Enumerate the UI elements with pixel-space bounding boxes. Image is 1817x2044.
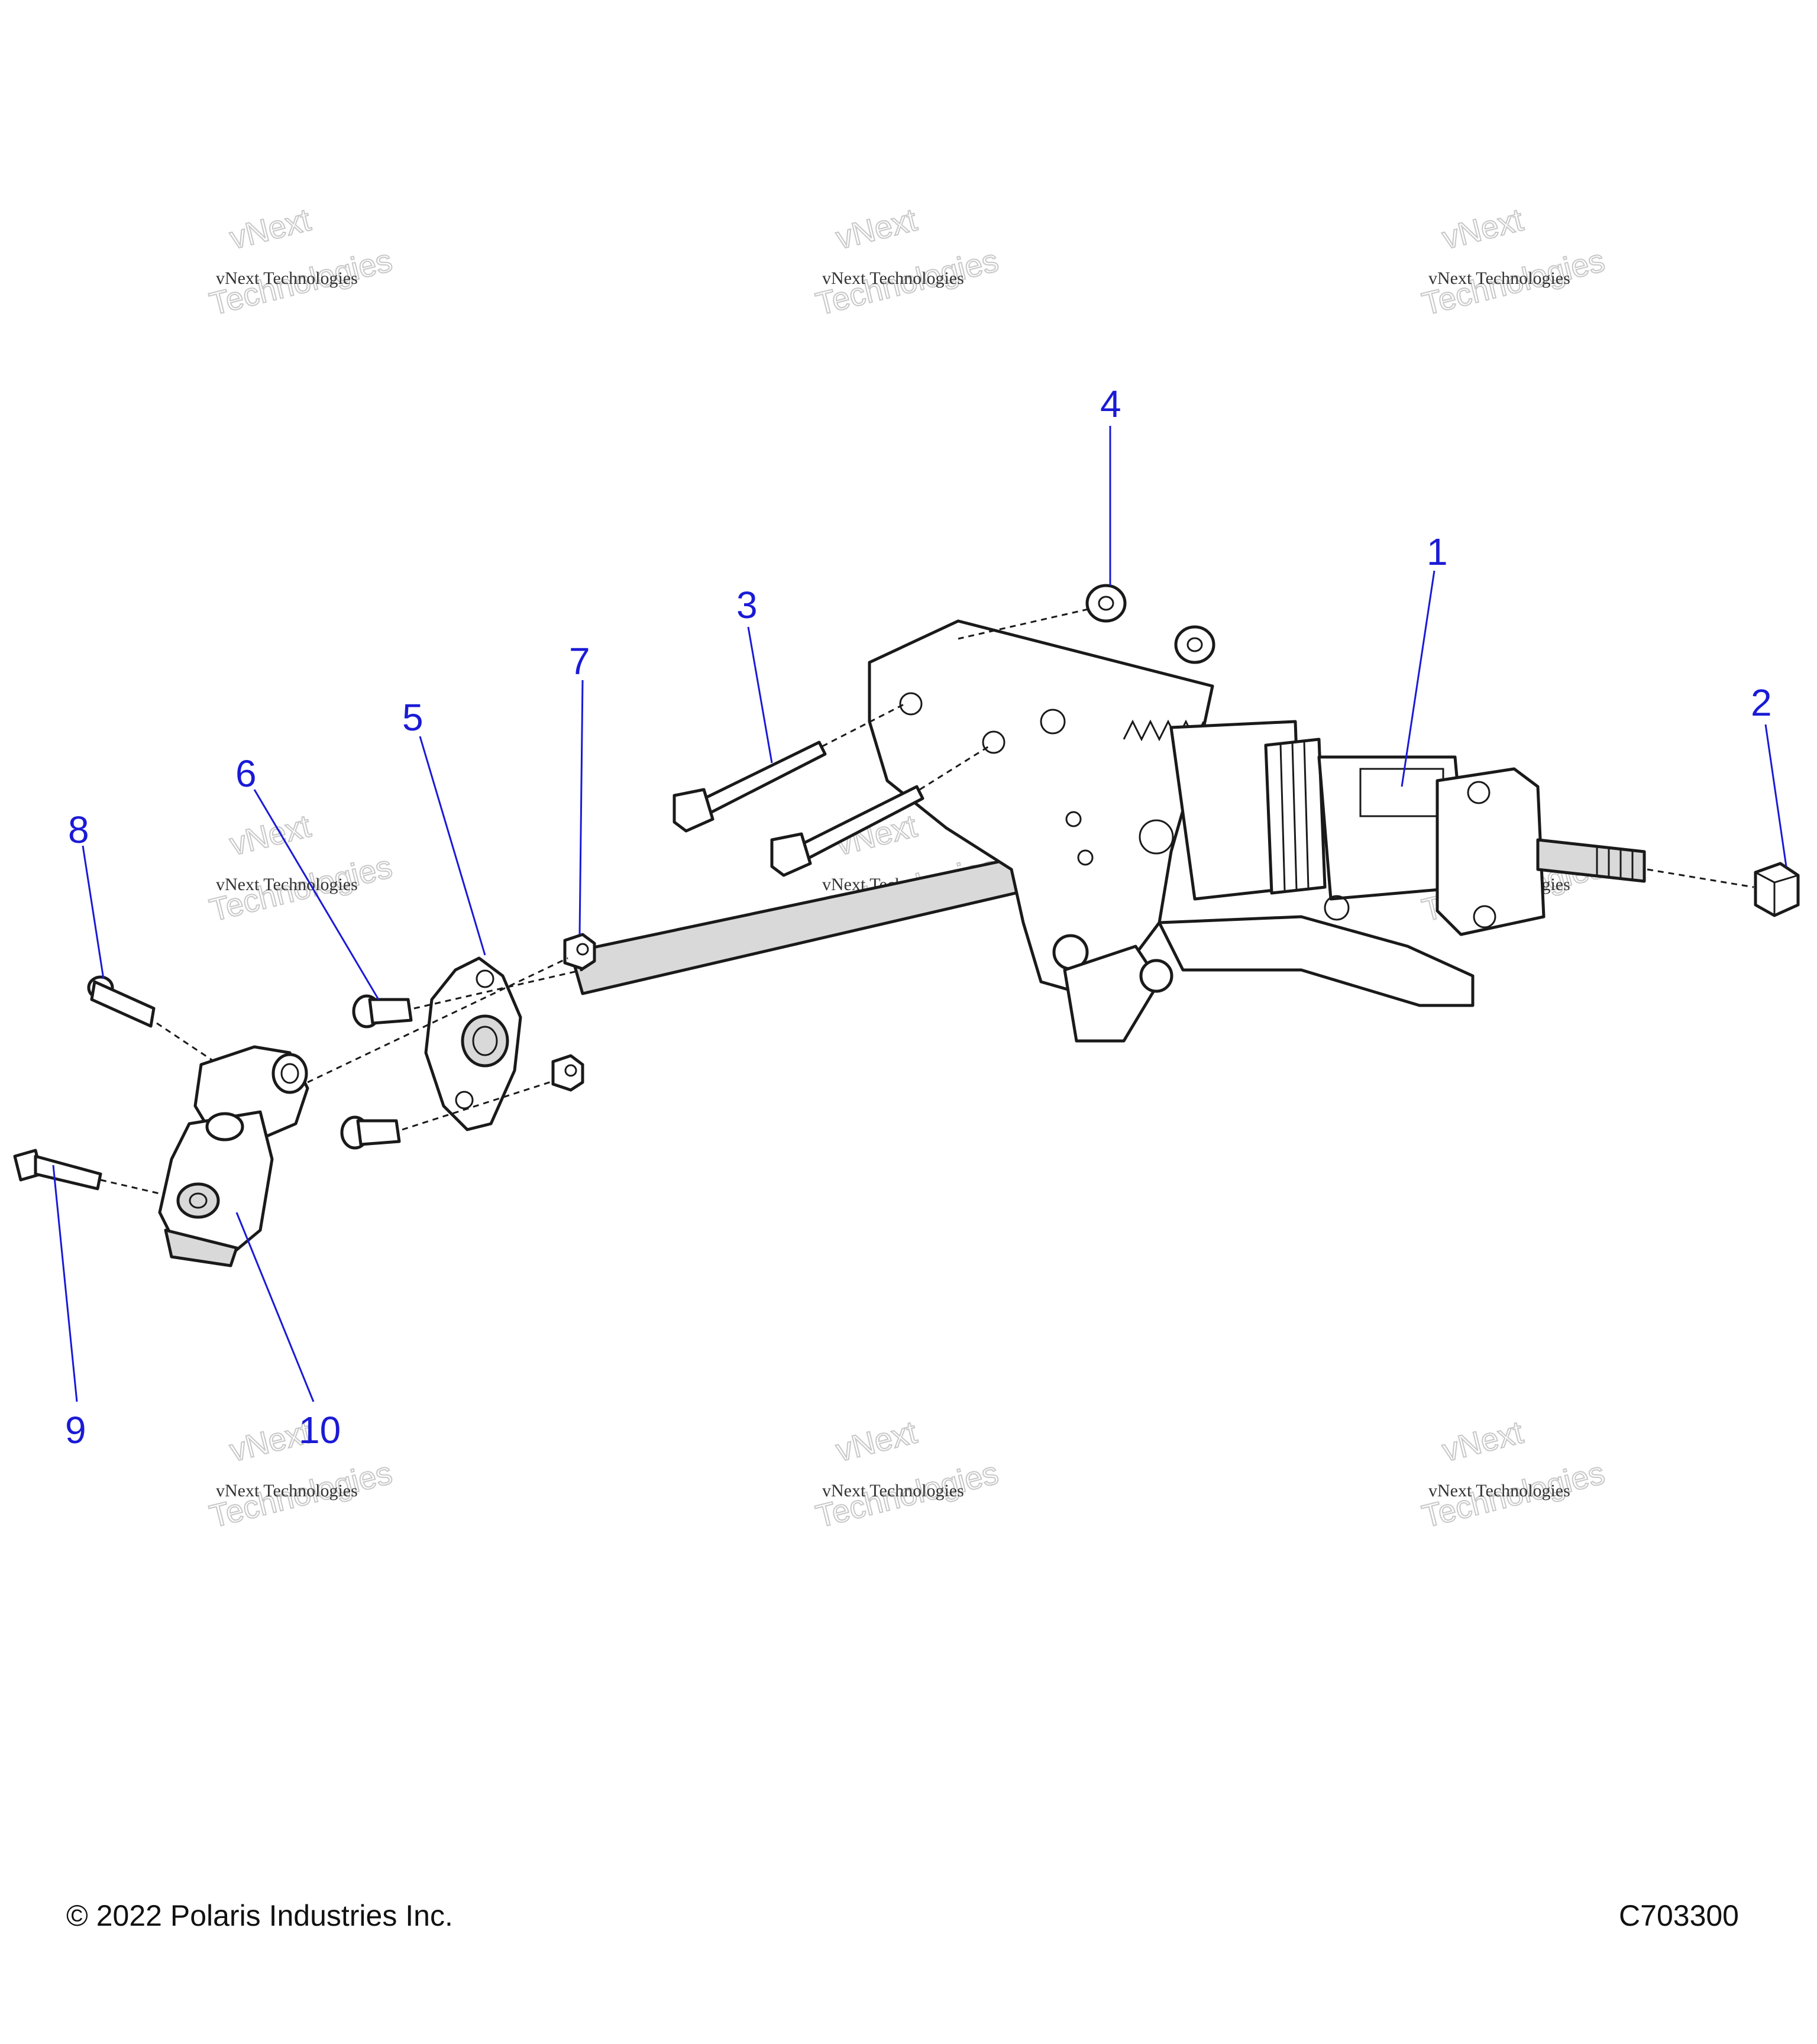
steering-column-assembly	[569, 619, 1646, 1043]
flange-nut-lower	[551, 1054, 584, 1092]
svg-text:vNext Technologies: vNext Technologies	[216, 875, 358, 894]
watermark-br: vNext Technologies vNext Technologies	[1418, 1414, 1608, 1535]
svg-text:vNext Technologies: vNext Technologies	[1428, 1481, 1570, 1500]
svg-text:vNext Technologies: vNext Technologies	[822, 1481, 964, 1500]
splined-shaft	[1536, 838, 1646, 883]
leader-6	[253, 789, 380, 1000]
pinch-bolt-upper	[87, 975, 156, 1028]
watermark-tc: vNext Technologies vNext Technologies	[811, 202, 1002, 323]
callout-6: 6	[235, 752, 257, 795]
flange-bolt-lower	[340, 1115, 401, 1150]
svg-text:vNext Technologies: vNext Technologies	[216, 269, 358, 288]
svg-text:vNext Technologies: vNext Technologies	[216, 1481, 358, 1500]
leader-1	[1401, 570, 1436, 787]
svg-text:vNext: vNext	[833, 202, 920, 257]
watermark-bc: vNext Technologies vNext Technologies	[811, 1414, 1002, 1535]
callout-2: 2	[1751, 681, 1772, 724]
svg-text:vNext: vNext	[833, 1415, 920, 1469]
callout-3: 3	[736, 584, 758, 626]
callout-5: 5	[402, 696, 423, 739]
svg-text:vNext Technologies: vNext Technologies	[822, 269, 964, 288]
bearing-flange	[424, 956, 522, 1131]
svg-text:vNext: vNext	[1439, 202, 1527, 257]
leader-9	[52, 1165, 78, 1402]
leader-2	[1764, 724, 1787, 867]
svg-text:vNext: vNext	[1439, 1415, 1527, 1469]
column-shaft	[569, 853, 1043, 995]
flange-nut	[1754, 862, 1800, 917]
callout-8: 8	[68, 808, 89, 851]
leader-10	[235, 1212, 315, 1402]
svg-text:vNext: vNext	[227, 202, 314, 257]
nut-guide-line	[1647, 868, 1754, 888]
callout-1: 1	[1427, 531, 1448, 573]
mount-bracket	[868, 619, 1214, 995]
universal-joint	[158, 1045, 309, 1267]
flange-bolt-upper	[352, 994, 413, 1029]
grommet-upper	[1085, 584, 1127, 623]
callout-9: 9	[65, 1409, 86, 1451]
callout-10: 10	[299, 1409, 341, 1451]
callout-4: 4	[1100, 383, 1121, 425]
watermark-bl: vNext Technologies vNext Technologies	[205, 1414, 396, 1535]
leader-8	[82, 845, 105, 979]
grommet-lower	[1174, 625, 1215, 664]
leader-5	[419, 736, 486, 956]
bracket-bolt-upper	[673, 740, 827, 833]
watermark-tl: vNext Technologies vNext Technologies	[205, 202, 396, 323]
figure-code: C703300	[1619, 1899, 1739, 1932]
callout-7: 7	[569, 640, 590, 683]
leader-3	[747, 626, 773, 764]
flange-nut-upper	[563, 933, 596, 971]
leader-7	[578, 680, 584, 935]
tilt-lever	[1158, 915, 1475, 1007]
bracket-bolt-lower	[770, 785, 924, 877]
svg-text:vNext Technologies: vNext Technologies	[1428, 269, 1570, 288]
leader-lines	[52, 426, 1787, 1402]
pinch-bolt-lower	[13, 1149, 102, 1191]
watermark-ml: vNext Technologies vNext Technologies	[205, 808, 396, 929]
motor-flange	[1436, 767, 1546, 936]
watermark-tr: vNext Technologies vNext Technologies	[1418, 202, 1608, 323]
copyright-notice: © 2022 Polaris Industries Inc.	[66, 1899, 453, 1932]
